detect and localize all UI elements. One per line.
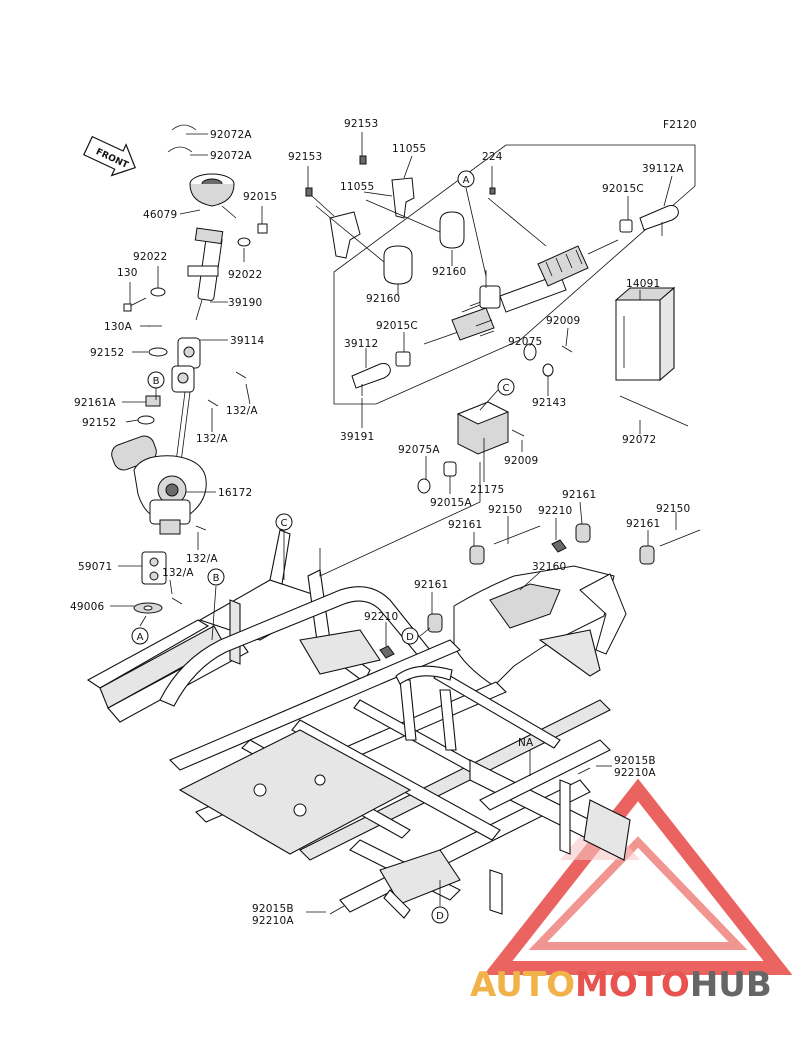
watermark-part3: HUB [690,965,772,1005]
front-arrow-icon: FRONT [83,135,136,177]
ref-marker-b-frame-label: B [213,573,220,584]
callout-label: 39114 [230,335,265,347]
callout-label: 92009 [546,315,580,327]
callout-label: 39191 [340,431,374,443]
callout-label: 49006 [70,601,105,613]
reference-markers: A B C D A B C D [131,170,547,924]
ref-marker-b-frame [207,568,225,586]
callout-label: 92210A [252,915,294,927]
callout-label: 132/A [226,405,258,417]
callout-label: 92160 [366,293,400,305]
callout-label: 46079 [143,209,177,221]
callout-label: 92161 [448,519,482,531]
callout-label: 132/A [196,433,228,445]
figure-code: F2120 [663,119,697,131]
watermark-part2: MOTO [575,965,690,1005]
callout-label: 92022 [228,269,262,281]
ref-marker-d-frame [431,906,449,924]
ref-marker-a-frame-label: A [137,632,144,643]
callout-label: 14091 [626,278,660,290]
steering-column-group [111,124,268,614]
callout-label: 92150 [656,503,690,515]
ref-marker-c [497,378,515,396]
ref-marker-d-label: D [406,632,414,643]
ref-marker-b-label: B [153,376,160,387]
ref-marker-c-label: C [503,383,510,394]
callout-label: 132/A [162,567,194,579]
chassis-frame [86,529,631,919]
callout-label: 92015B [614,755,656,767]
ref-marker-c-frame [275,513,293,531]
callout-label: 92015 [243,191,277,203]
callout-labels: 92072A 92072A 46079 92015 92022 130 9202… [70,118,690,927]
callout-label: 39112A [642,163,684,175]
callout-label: 92210 [538,505,572,517]
callout-label: 92072A [210,129,252,141]
callout-label: 92210A [614,767,656,779]
callout-label: 32160 [532,561,566,573]
ref-marker-d [401,627,419,645]
callout-label: 92153 [344,118,378,130]
callout-label: 92072A [210,150,252,162]
callout-label: 92015C [376,320,418,332]
callout-label: 92015B [252,903,294,915]
callout-label: 92152 [82,417,116,429]
ref-marker-a-frame [131,627,149,645]
callout-label: 92015C [602,183,644,195]
ref-marker-b [147,371,165,389]
ref-marker-d-frame-label: D [436,911,444,922]
callout-label: 92210 [364,611,398,623]
callout-label: 92143 [532,397,566,409]
callout-label: 92161 [626,518,660,530]
callout-label: 92160 [432,266,466,278]
callout-label: 92022 [133,251,167,263]
ecu-group [417,343,573,494]
ref-marker-a [457,170,475,188]
callout-label: 39112 [344,338,378,350]
callout-label: 92161A [74,397,116,409]
callout-label: 132/A [186,553,218,565]
controller-group [614,286,689,427]
rack-group-outline [333,144,696,405]
ref-marker-c-frame-label: C [281,518,288,529]
callout-label: 92075 [508,336,542,348]
callout-label: 224 [482,151,503,163]
callout-label: 39190 [228,297,262,309]
callout-label: 92072 [622,434,656,446]
callout-label: 92150 [488,504,522,516]
callout-label: 92015A [430,497,472,509]
watermark-part1: AUTO [470,965,575,1005]
callout-label: 92075A [398,444,440,456]
callout-label: 59071 [78,561,112,573]
callout-label: 21175 [470,484,504,496]
callout-label: 11055 [340,181,374,193]
callout-label: NA [518,737,534,749]
callout-label: 92161 [562,489,596,501]
callout-label: 92152 [90,347,124,359]
callout-label: 130A [104,321,133,333]
callout-label: 92009 [504,455,538,467]
callout-label: 130 [117,267,138,279]
watermark-text: AUTOMOTOHUB [470,965,772,1005]
callout-label: 16172 [218,487,252,499]
steering-rack-group [305,155,679,396]
callout-label: 92161 [414,579,448,591]
ref-marker-a-label: A [463,175,470,186]
callout-label: 11055 [392,143,426,155]
swing-arm-group [379,523,701,687]
leader-lines [110,132,677,913]
callout-label: 92153 [288,151,322,163]
